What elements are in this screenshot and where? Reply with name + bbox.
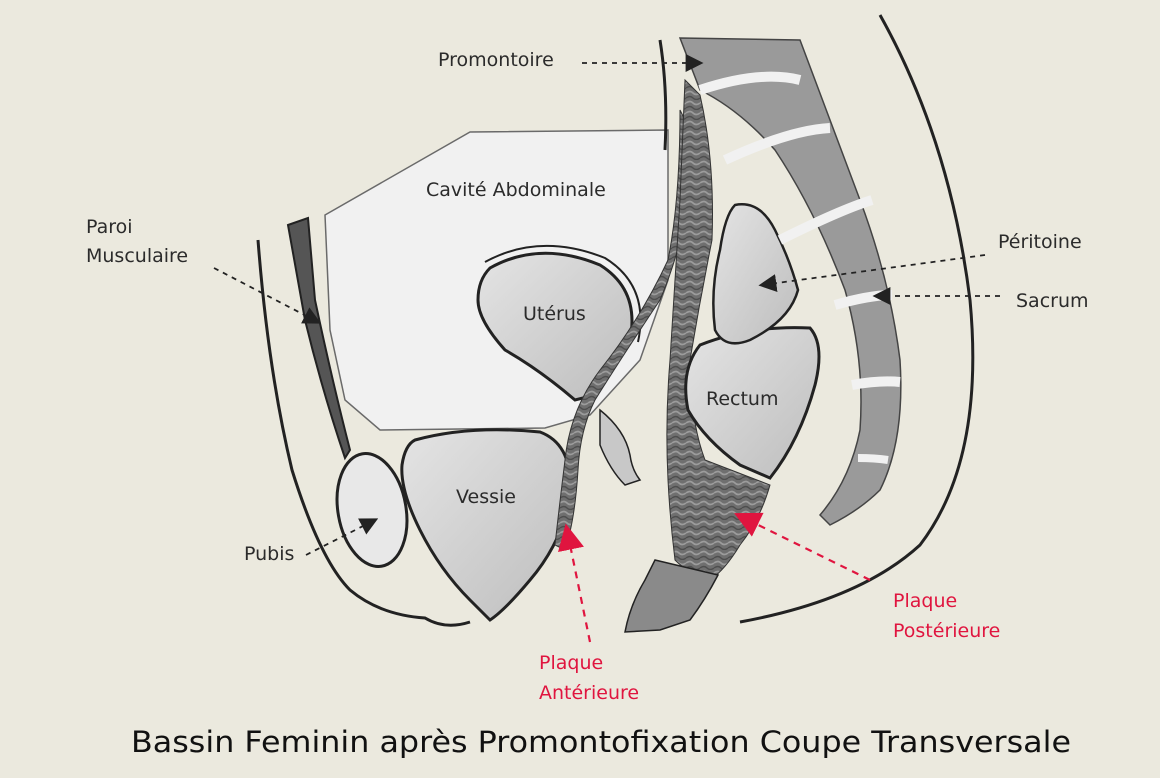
arrow-peritoine xyxy=(758,254,986,292)
posterior-mesh xyxy=(666,78,771,581)
vaginal-canal xyxy=(599,408,642,486)
label-pubis: Pubis xyxy=(244,543,294,565)
peritoneum-organ xyxy=(712,203,800,345)
diagram-title: Bassin Feminin après Promontofixation Co… xyxy=(131,725,1071,759)
rectum-organ xyxy=(684,326,821,480)
label-uterus: Utérus xyxy=(523,303,586,325)
pubis-bone xyxy=(335,452,409,568)
rectum-canal xyxy=(624,559,720,633)
label-vessie: Vessie xyxy=(456,486,516,508)
label-plaque-anterieure-line1: Plaque xyxy=(539,652,603,674)
uterus-outer-line xyxy=(484,245,642,343)
sacrum-bone xyxy=(678,37,902,526)
body-wall-posterior xyxy=(739,14,975,624)
arrow-pubis xyxy=(305,518,379,556)
arrow-plaque-anterieure xyxy=(558,523,592,643)
label-rectum: Rectum xyxy=(706,388,778,410)
spinal-line xyxy=(658,39,668,151)
anterior-mesh xyxy=(554,109,696,551)
arrow-plaque-posterieure xyxy=(734,512,871,581)
label-promontoire: Promontoire xyxy=(438,49,554,71)
muscular-wall xyxy=(286,216,352,461)
label-peritoine: Péritoine xyxy=(998,231,1082,253)
bladder-organ xyxy=(400,428,573,622)
body-wall-anterior xyxy=(256,239,471,627)
label-cavite-abdominale: Cavité Abdominale xyxy=(426,179,606,201)
label-paroi-line2: Musculaire xyxy=(86,245,188,267)
label-plaque-posterieure-line1: Plaque xyxy=(893,590,957,612)
label-plaque-anterieure-line2: Antérieure xyxy=(539,682,639,704)
label-sacrum: Sacrum xyxy=(1016,290,1089,312)
label-paroi-line1: Paroi xyxy=(86,216,133,238)
label-plaque-posterieure-line2: Postérieure xyxy=(893,620,1000,642)
